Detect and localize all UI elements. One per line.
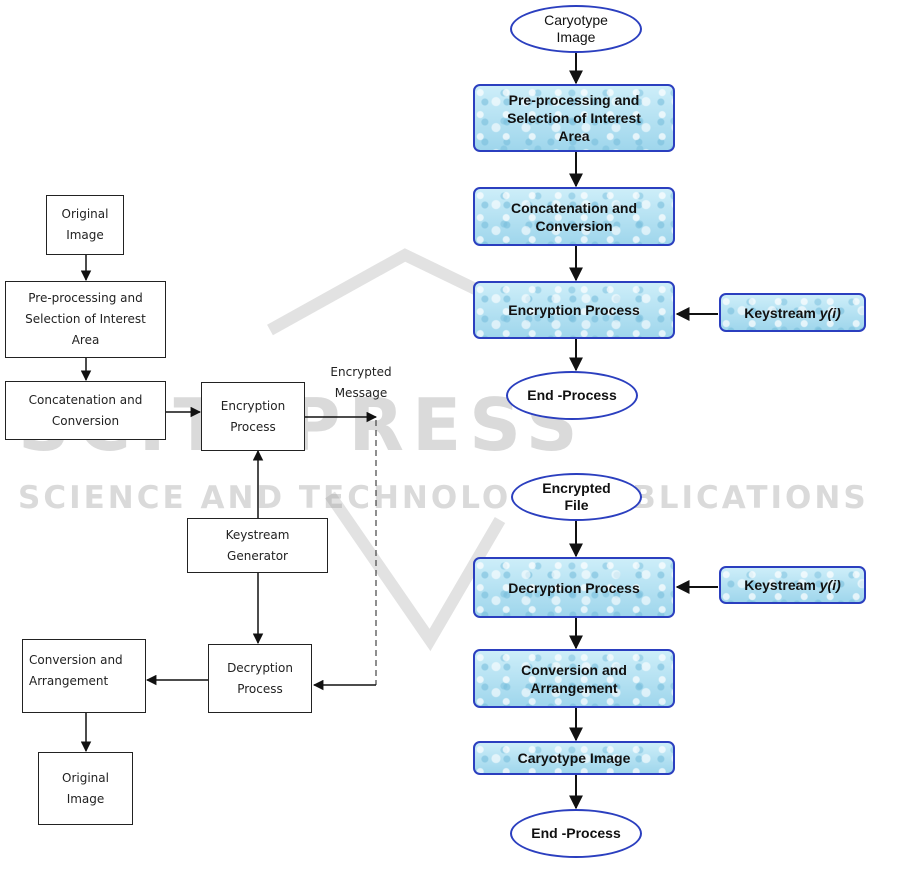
left-original-image-top: Original Image [46,195,124,255]
right-end-process-oval-encrypt: End -Process [506,371,638,420]
left-conversion-arrangement-box: Conversion and Arrangement [22,639,146,713]
keystream-label: Keystream [744,304,820,321]
right-conversion-box: Conversion and Arrangement [473,649,675,708]
left-encryption-box: Encryption Process [201,382,305,451]
left-original-image-bottom: Original Image [38,752,133,825]
keystream-label: Keystream [744,577,820,593]
left-concatenation-box: Concatenation and Conversion [5,381,166,440]
right-encryption-box: Encryption Process [473,281,675,339]
keystream-variable: y(i) [819,304,841,321]
right-caryotype-image-box: Caryotype Image [473,741,675,775]
right-end-process-oval-decrypt: End -Process [510,809,642,858]
right-concatenation-box: Concatenation and Conversion [473,187,675,246]
right-encrypted-file-oval: Encrypted File [511,473,642,521]
right-keystream-box-encrypt: Keystream y(i) [719,293,866,332]
right-caryotype-image-oval: Caryotype Image [510,5,642,53]
right-keystream-box-decrypt: Keystream y(i) [719,566,866,604]
right-decryption-box: Decryption Process [473,557,675,618]
watermark-sub: SCIENCE AND TECHNOLOGY PUBLICATIONS [18,480,869,516]
left-keystream-generator-box: Keystream Generator [187,518,328,573]
right-preprocessing-box: Pre-processing and Selection of Interest… [473,84,675,152]
left-decryption-box: Decryption Process [208,644,312,713]
left-encrypted-message-label: Encrypted Message [330,365,392,400]
left-preprocessing-box: Pre-processing and Selection of Interest… [5,281,166,358]
keystream-variable: y(i) [819,577,841,593]
